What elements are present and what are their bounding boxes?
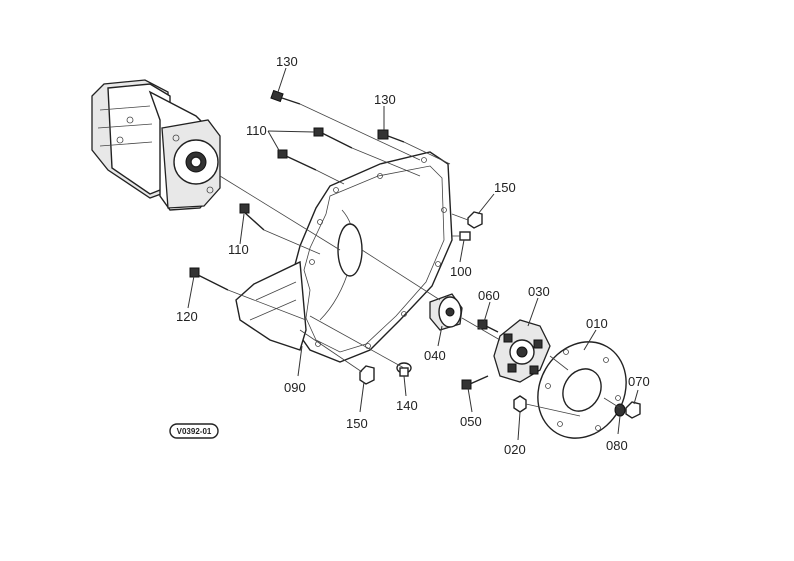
- label-040: 040: [424, 348, 446, 363]
- bolt-110-middle: [277, 149, 317, 171]
- bolt-110-upper: [313, 127, 353, 149]
- bolt-120: [189, 267, 229, 291]
- label-150-upper: 150: [494, 180, 516, 195]
- label-100: 100: [450, 264, 472, 279]
- label-130-left: 130: [276, 54, 298, 69]
- coupling-boss-040: [429, 293, 463, 331]
- label-050: 050: [460, 414, 482, 429]
- nut-150-lower: [359, 365, 375, 385]
- diagram-code-badge: V0392-01: [169, 423, 219, 439]
- label-120: 120: [176, 309, 198, 324]
- label-110-lower: 110: [228, 242, 249, 257]
- rubber-coupling-030: [493, 319, 551, 383]
- label-010: 010: [586, 316, 608, 331]
- bolt-060: [477, 319, 499, 333]
- flange-plate-010: [537, 341, 627, 439]
- nut-070: [625, 401, 641, 419]
- bolt-020: [513, 395, 527, 413]
- label-090: 090: [284, 380, 306, 395]
- assembly-lines: [219, 103, 621, 417]
- bolt-130-right: [377, 129, 405, 143]
- leader-lines: [187, 67, 639, 441]
- diagram-code: V0392-01: [177, 427, 212, 436]
- hydraulic-pump: [91, 79, 221, 211]
- label-030: 030: [528, 284, 550, 299]
- bolt-130-left: [270, 89, 301, 105]
- label-060: 060: [478, 288, 500, 303]
- nut-150-upper: [467, 211, 483, 229]
- label-020: 020: [504, 442, 526, 457]
- flywheel-housing: [235, 151, 453, 363]
- label-150-lower: 150: [346, 416, 368, 431]
- label-110-upper: 110: [246, 123, 267, 138]
- bolt-110-lower: [239, 203, 265, 231]
- label-080: 080: [606, 438, 628, 453]
- label-130-right: 130: [374, 92, 396, 107]
- label-070: 070: [628, 374, 650, 389]
- pin-100: [459, 231, 471, 241]
- label-140: 140: [396, 398, 418, 413]
- bolt-050: [461, 375, 489, 390]
- part-labels: 130 130 110 110 120 150 100 060 030 010 …: [176, 54, 650, 457]
